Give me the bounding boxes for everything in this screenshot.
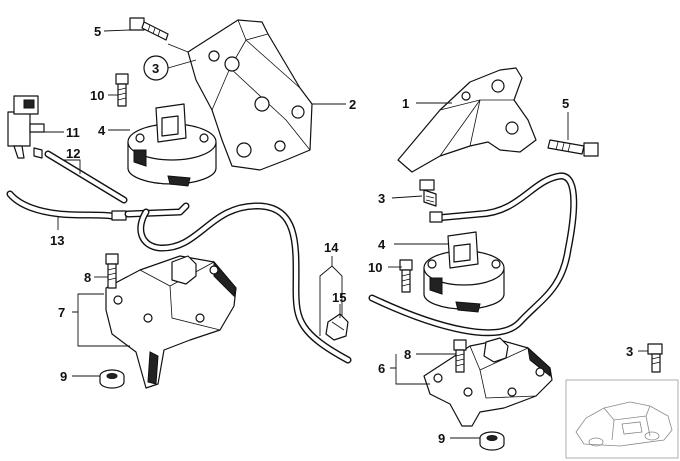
label-1: 1 bbox=[402, 96, 409, 111]
engine-mount-right bbox=[423, 231, 505, 313]
label-9-left: 9 bbox=[60, 369, 67, 384]
label-3-circled: 3 bbox=[152, 61, 159, 76]
label-13: 13 bbox=[50, 233, 64, 248]
bolt-left-10 bbox=[115, 73, 129, 107]
leader-lines bbox=[40, 29, 648, 439]
label-7: 7 bbox=[58, 305, 65, 320]
label-6: 6 bbox=[378, 361, 385, 376]
bolt-right-8 bbox=[453, 339, 467, 373]
bolt-right-5 bbox=[547, 139, 599, 157]
engine-support-left bbox=[105, 255, 237, 389]
hose-clip-15 bbox=[325, 313, 349, 341]
label-14: 14 bbox=[324, 240, 339, 255]
label-4-left: 4 bbox=[98, 123, 106, 138]
bolt-right-3 bbox=[419, 179, 437, 207]
vacuum-valve bbox=[7, 95, 45, 159]
label-10-right: 10 bbox=[368, 260, 382, 275]
label-2: 2 bbox=[349, 97, 356, 112]
label-8-right: 8 bbox=[404, 347, 411, 362]
hose-13 bbox=[6, 190, 127, 221]
nut-right-9 bbox=[479, 431, 505, 451]
label-11: 11 bbox=[66, 125, 80, 140]
label-15: 15 bbox=[332, 290, 346, 305]
bolt-left-5 bbox=[129, 17, 169, 41]
vacuum-hose-right bbox=[368, 172, 578, 337]
circled-callout bbox=[143, 55, 169, 81]
bolt-left-8 bbox=[105, 253, 119, 289]
bolt-right-3-extra bbox=[647, 343, 663, 373]
engine-bracket-right bbox=[397, 67, 537, 173]
engine-mount-left bbox=[127, 103, 217, 187]
nut-left-9 bbox=[99, 369, 125, 389]
label-4-right: 4 bbox=[378, 237, 386, 252]
label-8-left: 8 bbox=[84, 270, 91, 285]
engine-support-right bbox=[423, 337, 553, 427]
vacuum-hose-center bbox=[124, 202, 352, 364]
hose-12 bbox=[44, 150, 128, 204]
label-10-left: 10 bbox=[90, 88, 104, 103]
car-thumbnail bbox=[565, 379, 679, 459]
bolt-right-10 bbox=[399, 259, 413, 293]
label-9-right: 9 bbox=[438, 431, 445, 446]
label-12: 12 bbox=[66, 146, 80, 161]
engine-bracket-left bbox=[187, 19, 313, 171]
part-labels: 5 3 2 10 4 11 12 13 8 7 9 14 15 1 5 3 4 … bbox=[50, 24, 633, 446]
label-5-right: 5 bbox=[562, 96, 569, 111]
label-3-extra: 3 bbox=[626, 344, 633, 359]
label-3-right: 3 bbox=[378, 191, 385, 206]
label-5-left: 5 bbox=[94, 24, 101, 39]
